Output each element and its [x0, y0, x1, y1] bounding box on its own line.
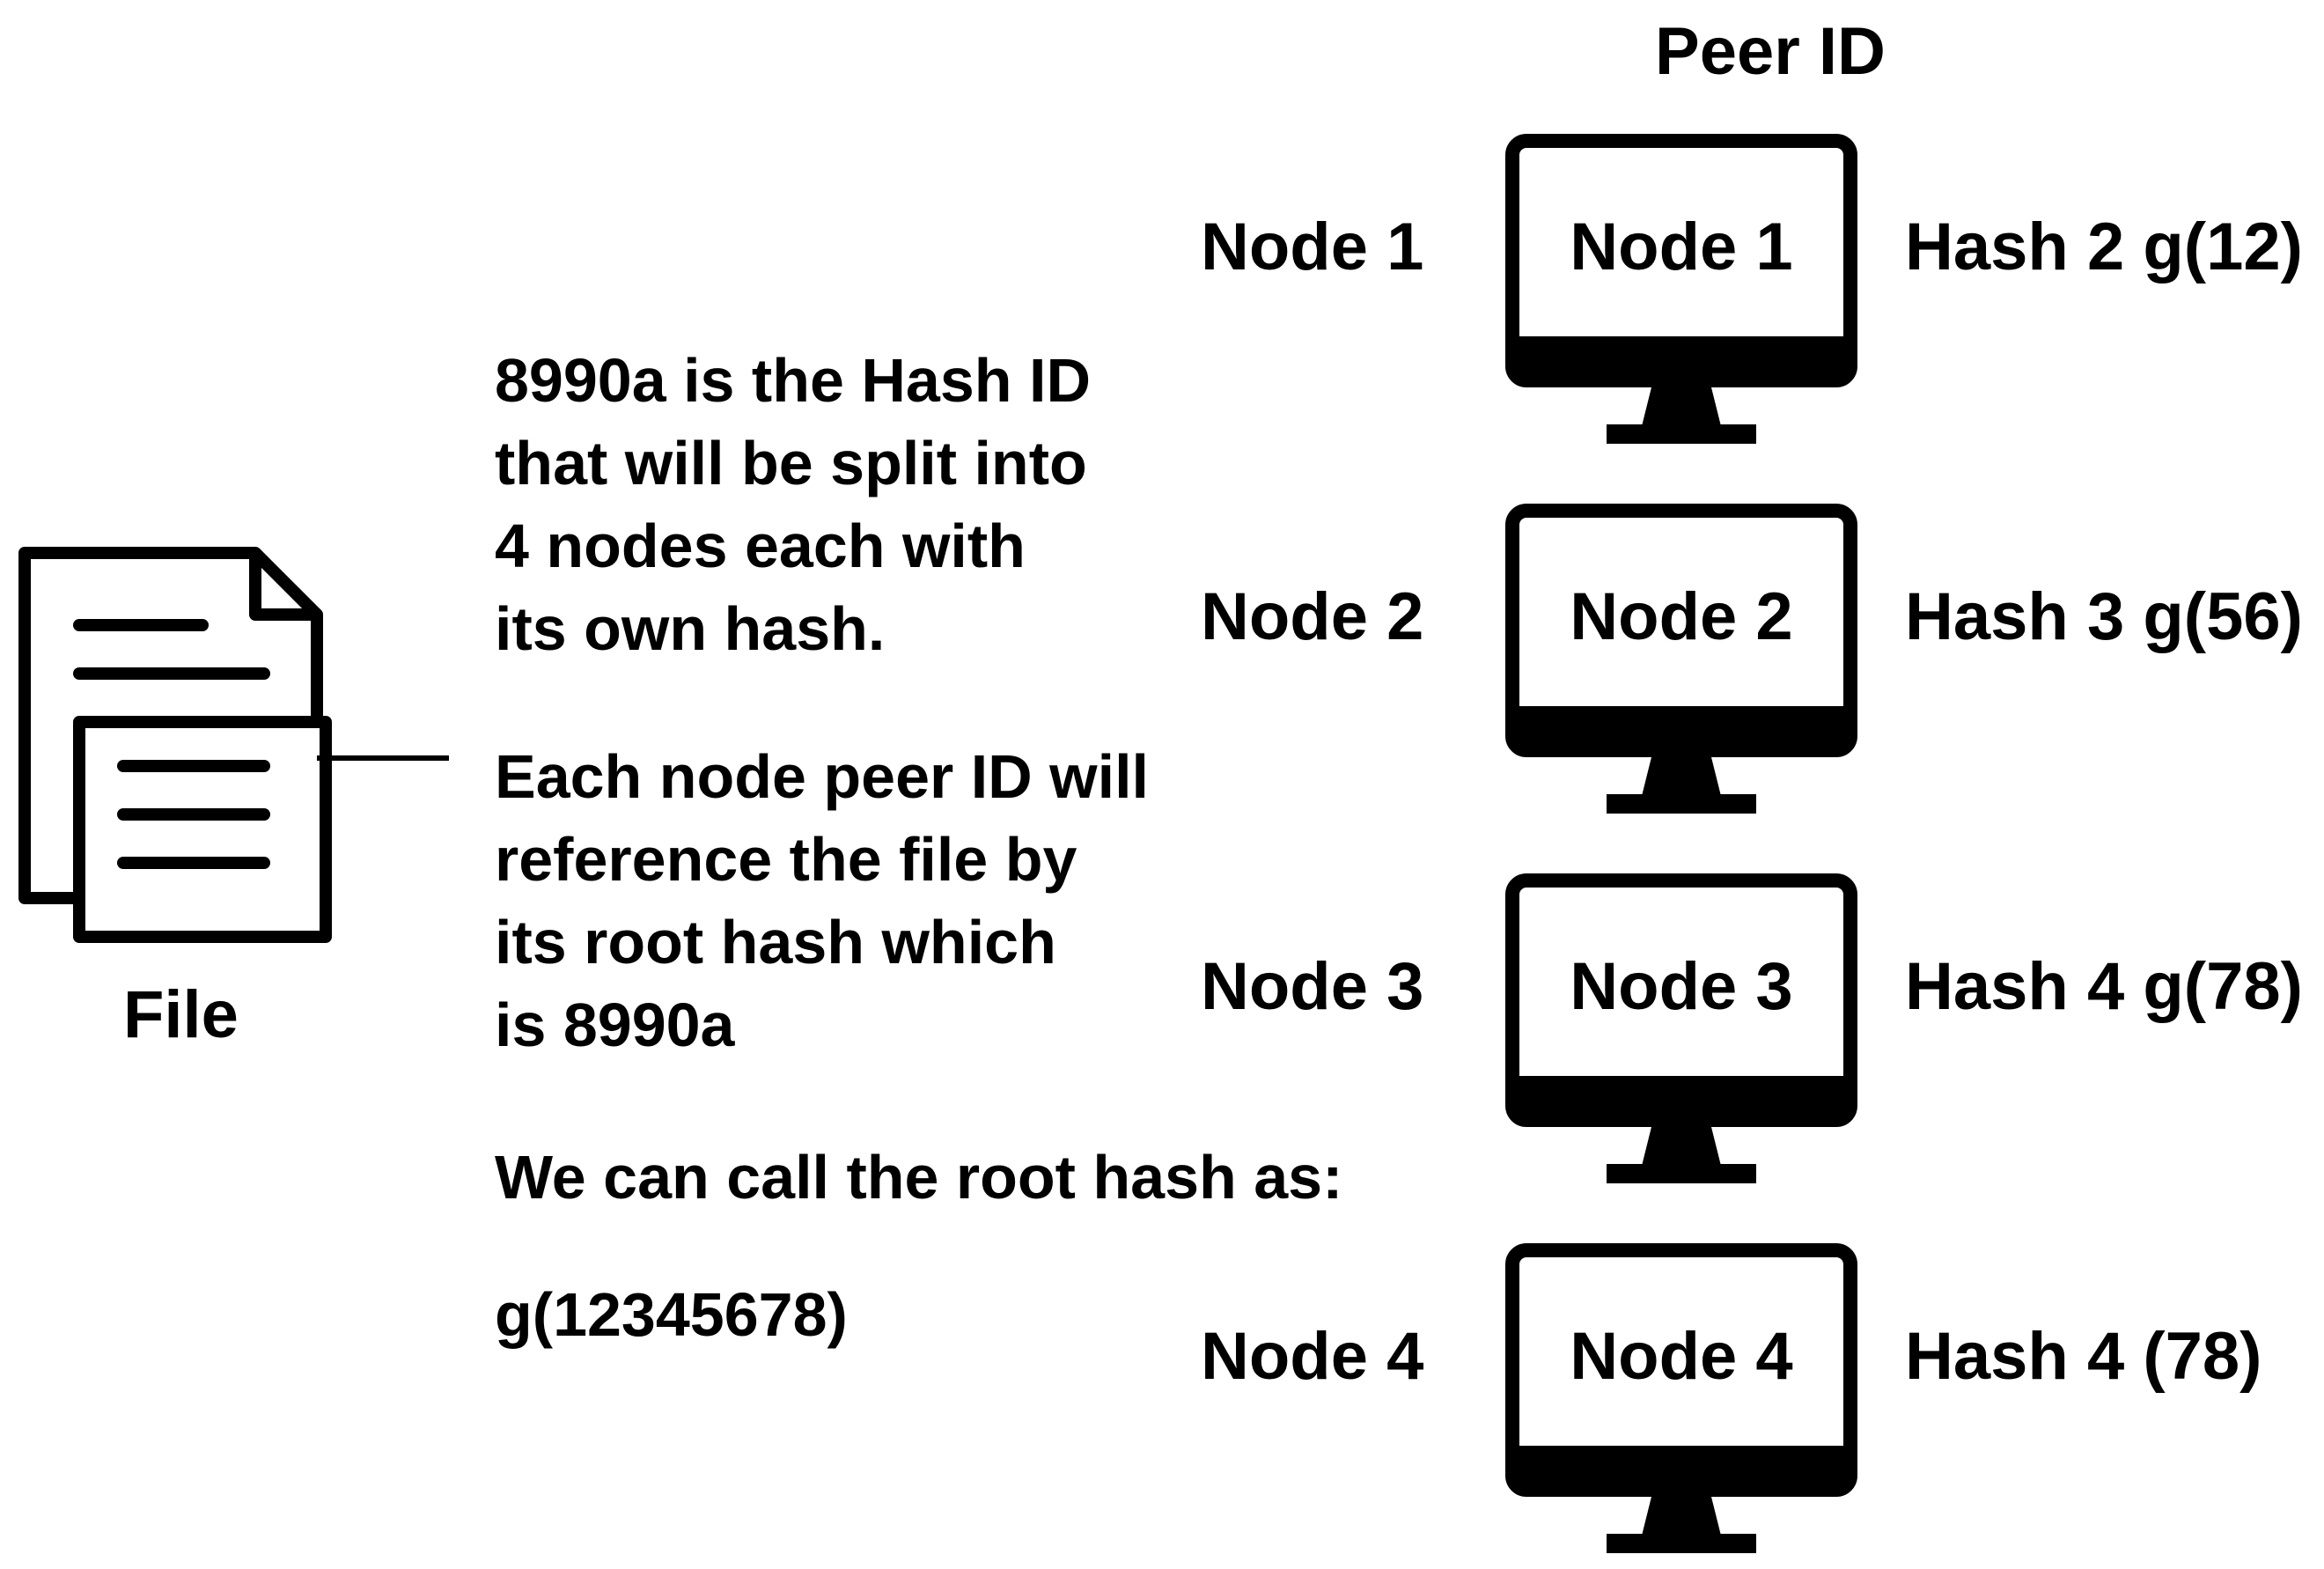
monitor-label: Node 3	[1570, 949, 1793, 1024]
file-label: File	[123, 977, 239, 1052]
text-line: its own hash.	[495, 594, 886, 663]
root-expression: g(12345678)	[495, 1280, 848, 1349]
node-row-3: Node 3 Node 3 Hash 4 g(78)	[0, 740, 2324, 1183]
hash-label: Hash 2 g(12)	[1905, 210, 2303, 284]
call-root-text: We can call the root hash as:	[495, 1143, 1343, 1212]
text-line: its root hash which	[495, 908, 1056, 976]
text-line: 4 nodes each with	[495, 512, 1026, 580]
monitor-label: Node 2	[1570, 579, 1793, 654]
hash-label: Hash 4 g(78)	[1905, 949, 2303, 1024]
text-line: reference the file by	[495, 825, 1077, 894]
node-label: Node 2	[1201, 579, 1424, 654]
node-row-1: Node 1 Node 1 Hash 2 g(12)	[0, 0, 2324, 444]
monitor-icon	[1505, 504, 1857, 814]
monitor-icon	[1505, 134, 1857, 444]
reference-text: Each node peer ID will reference the fil…	[495, 735, 1149, 1066]
hash-label: Hash 3 g(56)	[1905, 579, 2303, 654]
peer-id-header: Peer ID	[1655, 14, 1886, 89]
node-row-2: Node 2 Node 2 Hash 3 g(56)	[0, 370, 2324, 814]
text-line: 8990a is the Hash ID	[495, 346, 1091, 415]
node-label: Node 1	[1201, 210, 1424, 284]
monitor-label: Node 1	[1570, 210, 1793, 284]
text-line: is 8990a	[495, 991, 735, 1059]
text-line: that will be split into	[495, 429, 1087, 497]
monitor-icon	[1505, 1243, 1857, 1553]
hash-label: Hash 4 (78)	[1905, 1319, 2262, 1394]
monitor-icon	[1505, 873, 1857, 1183]
node-label: Node 3	[1201, 949, 1424, 1024]
monitor-label: Node 4	[1570, 1319, 1793, 1394]
text-line: Each node peer ID will	[495, 742, 1149, 811]
node-row-4: Node 4 Node 4 Hash 4 (78)	[0, 1109, 2324, 1553]
file-connector-line	[317, 755, 449, 761]
hash-intro-text: 8990a is the Hash ID that will be split …	[495, 339, 1091, 670]
node-label: Node 4	[1201, 1319, 1424, 1394]
